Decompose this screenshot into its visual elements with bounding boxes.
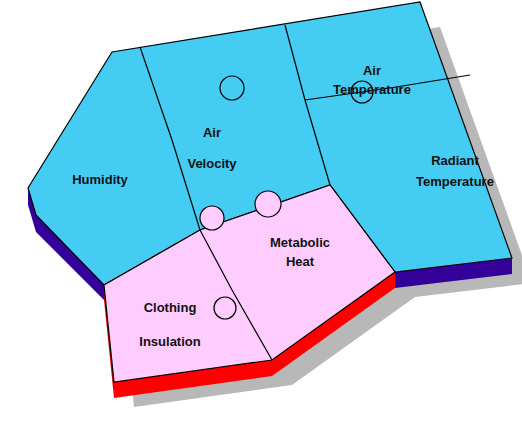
puzzle-piece: Radiant Temperature: [409, 149, 501, 195]
piece-label: Humidity: [61, 171, 139, 190]
puzzle-piece: Air Temperature: [324, 59, 420, 102]
puzzle-knob: [200, 206, 224, 230]
puzzle-piece: Metabolic Heat: [260, 231, 340, 274]
seam: [140, 47, 200, 230]
pink-pieces: [104, 185, 395, 382]
piece-label: Metabolic Heat: [263, 233, 337, 272]
piece-label: Air Temperature: [327, 61, 417, 100]
puzzle-piece: Clothing Insulation: [131, 289, 209, 361]
puzzle-knob: [220, 76, 244, 100]
seam: [200, 230, 272, 360]
puzzle-piece: Humidity: [58, 169, 142, 192]
piece-label: Radiant Temperature: [412, 151, 498, 193]
seam: [285, 25, 330, 185]
puzzle-piece: Air Velocity: [177, 115, 247, 181]
puzzle-knob: [214, 297, 236, 319]
piece-label: Clothing Insulation: [134, 291, 206, 359]
piece-label: Air Velocity: [180, 117, 244, 179]
puzzle-knob: [255, 191, 281, 217]
